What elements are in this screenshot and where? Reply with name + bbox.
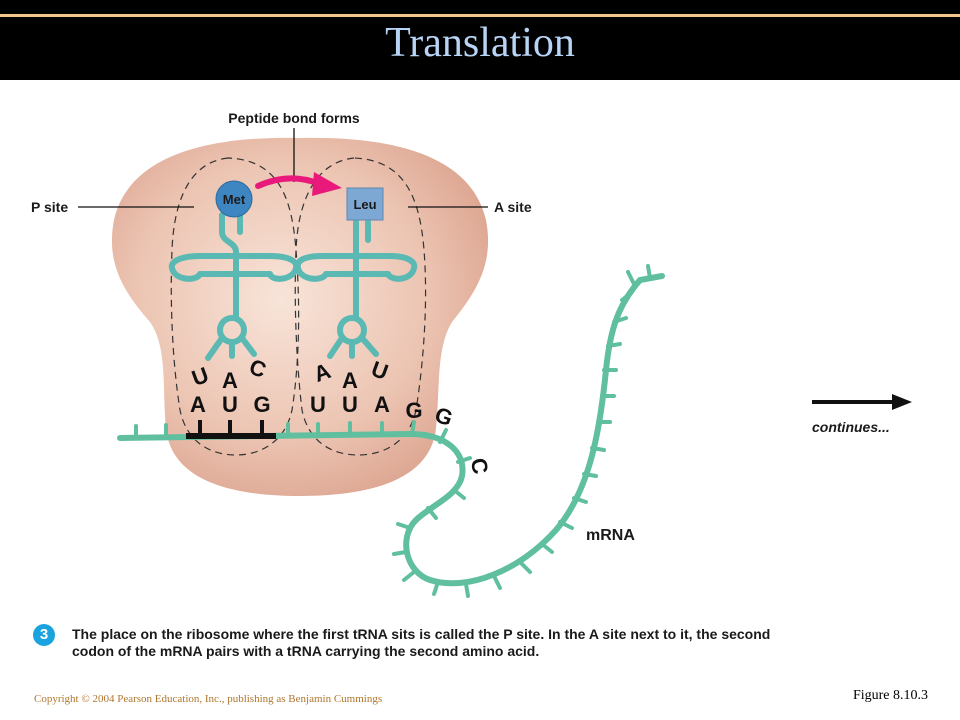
peptide-bond-arrowhead [312, 172, 342, 196]
mrna-label: mRNA [586, 527, 635, 544]
trna-p-site [168, 212, 300, 361]
codon-pairing-ticks [198, 420, 264, 436]
codon-base-1: A [190, 392, 206, 417]
p-site-label: P site [31, 199, 68, 215]
peptide-bond-label: Peptide bond forms [228, 110, 360, 126]
title-bar [0, 0, 960, 80]
leu-amino-acid [346, 187, 384, 221]
translation-diagram: Met Leu U A C A A U A U G U U A G G C [31, 110, 912, 598]
codon-base-4: U [310, 392, 326, 417]
anticodon-1-base-2: A [222, 368, 238, 393]
codon-base-6: A [374, 392, 390, 417]
codon-base-7: G [405, 398, 422, 423]
step-number-badge: 3 [33, 624, 55, 646]
codon-base-3: G [253, 392, 270, 417]
a-site-outline [294, 157, 427, 456]
codon-base-2: U [222, 392, 238, 417]
caption-text: The place on the ribosome where the firs… [72, 626, 771, 659]
met-label: Met [223, 192, 246, 207]
anticodon-2-base-2: A [342, 368, 358, 393]
continues-arrowhead [892, 394, 912, 410]
title-accent-line [0, 14, 960, 17]
trna-a-site [294, 219, 418, 359]
leu-label: Leu [353, 197, 376, 212]
codon-base-5: U [342, 392, 358, 417]
mrna-ticks [134, 264, 652, 598]
a-site-label: A site [494, 199, 532, 215]
met-amino-acid [215, 180, 253, 218]
codon-base-9: C [466, 456, 493, 476]
slide-title: Translation [385, 20, 575, 66]
figure-number: Figure 8.10.3 [852, 688, 928, 703]
copyright-notice: Copyright © 2004 Pearson Education, Inc.… [34, 693, 383, 705]
ribosome [111, 137, 489, 496]
continues-label: continues... [812, 419, 890, 435]
